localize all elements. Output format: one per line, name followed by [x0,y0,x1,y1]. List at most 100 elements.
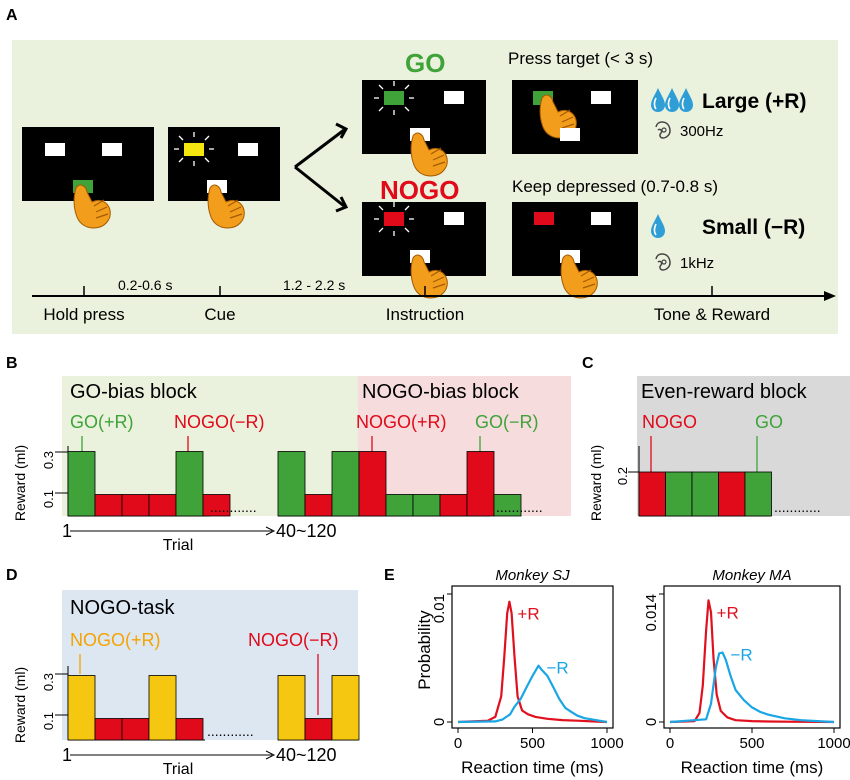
keep-depressed-text: Keep depressed (0.7-0.8 s) [512,177,718,196]
go-bias-block-title: GO-bias block [70,381,198,403]
go-bias-block-bg [62,376,358,516]
reward-bar [638,471,666,517]
reward-bar [331,451,360,517]
cue-screen [168,127,280,229]
nogo-instruction-screen [362,201,486,299]
go-instruction-screen [362,80,486,177]
series-line [669,651,835,724]
series-label: +R [717,603,739,622]
x-tick-label: 1000 [817,735,850,752]
panel-b-label: B [6,355,18,372]
panel-b-trial-start: 1 [62,521,72,541]
panel-b-bars [67,451,522,517]
plot-title: Monkey SJ [495,567,570,584]
reward-bar [67,675,96,741]
reward-bar [277,451,306,517]
reward-bar [466,451,495,517]
panel-d-ellipsis: ............ [207,723,254,739]
timeline-hold-press: Hold press [43,305,124,324]
x-axis-label: Reaction time (ms) [681,758,824,777]
series-label: +R [517,605,539,624]
large-reward-drops [650,87,694,113]
interval-label-1: 0.2-0.6 s [118,277,172,293]
reward-bar [691,471,719,517]
timeline-instruction: Instruction [386,305,464,324]
panel-d-trial-label: Trial [163,761,194,778]
even-reward-block-title: Even-reward block [641,381,808,403]
panel-c-go-label: GO [755,412,783,432]
nogo-minus-label: NOGO(−R) [174,412,265,432]
reward-bar [304,494,333,517]
reward-bar [175,451,204,517]
reward-bar [121,494,150,517]
timeline [32,286,836,301]
panel-b-ytick-0.3: 0.3 [41,451,56,469]
reward-bar [493,494,522,517]
nogo-title: NOGO [380,175,459,205]
reward-bar [744,471,772,517]
panel-c-ylabel: Reward (ml) [588,445,604,521]
reward-bar [439,494,468,517]
y-tick-label: 0.01 [431,594,448,623]
y-tick-label: 0 [431,718,448,726]
nogo-response-screen [512,202,638,299]
interval-label-2: 1.2 - 2.2 s [283,277,345,293]
panel-d-bars [67,675,360,741]
timeline-cue: Cue [204,305,235,324]
go-response-screen [512,80,638,154]
panel-b-ylabel: Reward (ml) [12,445,28,521]
panel-d-ytick-0.3: 0.3 [41,673,56,691]
small-reward-label: Small (−R) [702,216,805,239]
panel-b-trial-end: 40~120 [276,521,337,541]
press-target-text: Press target (< 3 s) [508,49,653,68]
nogo-task-title: NOGO-task [70,597,175,619]
series-line [457,600,608,724]
branch-arrows [294,122,349,213]
go-plus-label: GO(+R) [70,412,134,432]
panel-d-label: D [6,567,18,584]
panel-c-bars [638,471,772,517]
series-line [457,664,608,724]
large-reward-label: Large (+R) [702,90,806,113]
panel-d-trial-start: 1 [62,745,72,765]
x-axis-label: Reaction time (ms) [461,758,604,777]
panel-b-ellipsis-2: ............ [496,499,543,515]
reward-bar [385,494,414,517]
reward-bar [148,494,177,517]
reward-bar [67,451,96,517]
panel-c-ytick-0.2: 0.2 [615,467,630,485]
panel-b-trial-label: Trial [163,537,194,554]
x-tick-label: 0 [666,735,674,752]
reward-bar [175,718,204,741]
panel-b-ellipsis-1: ............ [210,499,257,515]
reward-bar [94,494,123,517]
panel-d-nogo-plus-label: NOGO(+R) [70,630,161,650]
panel-d-ytick-0.1: 0.1 [41,712,56,730]
tone-300hz: 300Hz [680,123,723,140]
reward-bar [718,471,746,517]
reward-bar [358,451,387,517]
panel-e-label: E [384,567,395,584]
x-tick-label: 500 [739,735,764,752]
go-minus-label: GO(−R) [475,412,539,432]
nogo-plus-label: NOGO(+R) [356,412,447,432]
reward-bar [331,675,360,741]
timeline-tone-reward: Tone & Reward [654,305,770,324]
panel-e-ylabel: Probability [415,610,434,690]
panel-c-nogo-label: NOGO [642,412,697,432]
panel-c-label: C [582,355,594,372]
go-title: GO [405,48,445,78]
tone-1khz: 1kHz [680,255,714,272]
reward-bar [412,494,441,517]
series-label: −R [546,659,568,678]
panel-b-ytick-0.1: 0.1 [41,490,56,508]
y-tick-label: 0 [643,718,660,726]
nogo-task-block-bg [62,590,358,740]
panel-a-label: A [6,7,18,24]
nogo-bias-block-title: NOGO-bias block [362,381,520,403]
panel-d-ylabel: Reward (ml) [12,667,28,743]
panel-d-trial-end: 40~120 [276,745,337,765]
